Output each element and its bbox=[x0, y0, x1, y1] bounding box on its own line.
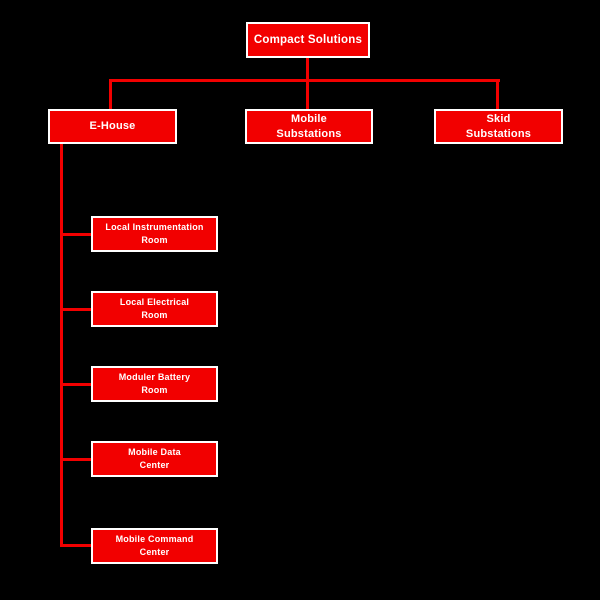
connector-stub-mobile-command-center bbox=[60, 544, 91, 547]
connector-drop-e-house bbox=[109, 79, 112, 110]
node-mobile-command-center: Mobile Command Center bbox=[91, 528, 218, 564]
connector-drop-skid-substations bbox=[496, 79, 499, 110]
node-mobile-substations: Mobile Substations bbox=[245, 109, 373, 144]
connector-level1-rail bbox=[109, 79, 500, 82]
node-e-house: E-House bbox=[48, 109, 177, 144]
connector-e-house-spine bbox=[60, 144, 63, 547]
node-local-instrumentation-room: Local Instrumentation Room bbox=[91, 216, 218, 252]
connector-stub-local-electrical-room bbox=[60, 308, 91, 311]
node-compact-solutions: Compact Solutions bbox=[246, 22, 370, 58]
connector-root-drop bbox=[306, 58, 309, 81]
connector-stub-local-instrumentation-room bbox=[60, 233, 91, 236]
node-local-electrical-room: Local Electrical Room bbox=[91, 291, 218, 327]
node-mobile-data-center: Mobile Data Center bbox=[91, 441, 218, 477]
node-moduler-battery-room: Moduler Battery Room bbox=[91, 366, 218, 402]
connector-stub-moduler-battery-room bbox=[60, 383, 91, 386]
node-skid-substations: Skid Substations bbox=[434, 109, 563, 144]
connector-drop-mobile-substations bbox=[306, 79, 309, 110]
connector-stub-mobile-data-center bbox=[60, 458, 91, 461]
